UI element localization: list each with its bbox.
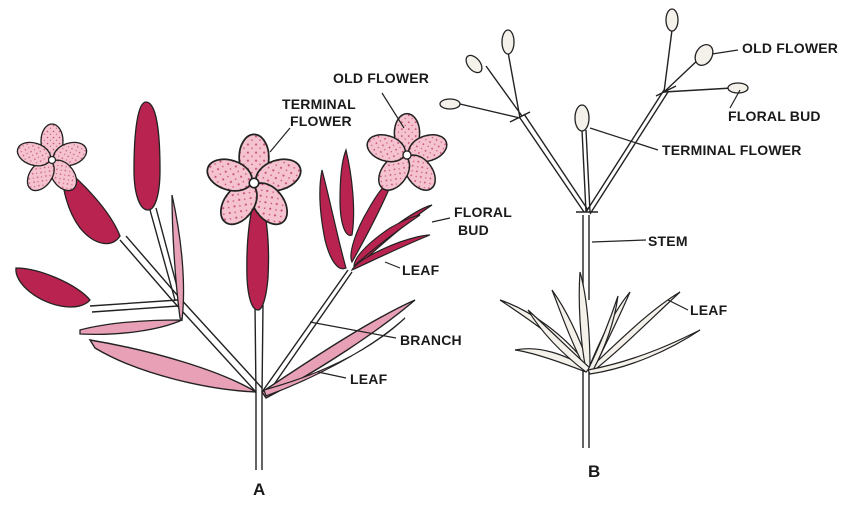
figure-b-plant xyxy=(460,30,732,448)
label-a-terminal-flower-line1: TERMINAL xyxy=(282,96,356,112)
b-terminal-flower xyxy=(575,105,589,131)
figure-b-caption: B xyxy=(588,462,600,482)
label-a-branch: BRANCH xyxy=(400,332,462,348)
figure-b-leaves xyxy=(500,272,700,374)
label-b-old-flower: OLD FLOWER xyxy=(742,40,838,56)
b-old-flower xyxy=(692,41,717,68)
label-a-leaf-upper: LEAF xyxy=(402,262,439,278)
b-bud-right-top xyxy=(666,9,678,31)
b-floral-bud xyxy=(728,83,748,93)
b-bud-left-top xyxy=(502,30,514,54)
figure-a-plant xyxy=(14,93,450,470)
figure-b-flowers xyxy=(440,9,748,131)
label-b-terminal-flower: TERMINAL FLOWER xyxy=(662,142,802,158)
label-a-leaf-lower: LEAF xyxy=(350,371,387,387)
flower-old-right xyxy=(364,114,451,196)
figure-a-stems xyxy=(90,208,352,470)
label-a-terminal-flower-line2: FLOWER xyxy=(290,113,352,129)
label-a-old-flower: OLD FLOWER xyxy=(333,70,429,86)
leaf-mid-left xyxy=(80,320,182,334)
b-bud-left-low xyxy=(440,99,460,109)
bud-right-2 xyxy=(340,150,354,235)
leaf-lower-left xyxy=(90,340,256,392)
bud-tall xyxy=(134,102,160,210)
label-b-stem: STEM xyxy=(648,233,688,249)
figure-a-caption: A xyxy=(253,480,265,500)
bud-left-drooping xyxy=(16,268,90,307)
label-b-leaf: LEAF xyxy=(690,302,727,318)
b-bud-left-mid xyxy=(463,52,485,75)
label-a-floral-bud-line2: BUD xyxy=(458,222,489,238)
label-b-floral-bud: FLORAL BUD xyxy=(728,108,821,124)
label-a-floral-bud-line1: FLORAL xyxy=(454,204,512,220)
